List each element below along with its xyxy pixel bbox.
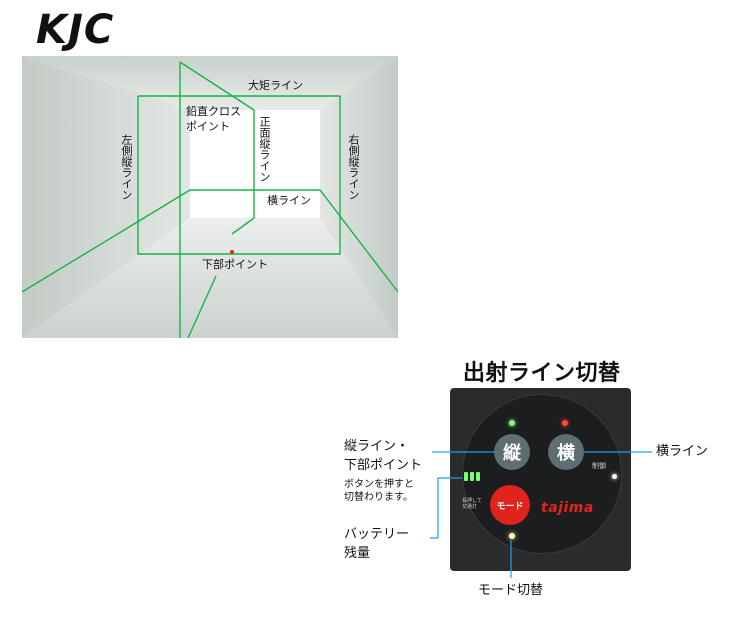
callout-vertical-line: 縦ライン・ 下部ポイント xyxy=(344,438,422,476)
brand-logo: KJC xyxy=(36,7,115,53)
horizontal-line xyxy=(22,189,398,293)
hold-label: 長押して 交通灯 xyxy=(462,498,482,510)
bottom-point-dot xyxy=(230,250,234,254)
callout-vertical-note-2: 切替わります。 xyxy=(344,492,413,503)
control-panel xyxy=(450,388,631,571)
label-right-vertical: 右側縦ライン xyxy=(347,134,360,200)
horizontal-indicator-led xyxy=(562,420,568,426)
vertical-line-button[interactable]: 縦 xyxy=(494,434,530,470)
battery-level-icon xyxy=(464,472,480,481)
label-ceiling-line: 大矩ライン xyxy=(248,79,303,92)
back-wall xyxy=(190,110,320,218)
hold-label-line-2: 交通灯 xyxy=(462,504,478,510)
label-plumb-cross: 鉛直クロス xyxy=(186,105,241,118)
front-floor-line xyxy=(231,217,255,235)
section-title: 出射ライン切替 xyxy=(463,361,621,386)
control-dial xyxy=(462,394,622,554)
mode-indicator-led xyxy=(509,533,515,539)
callout-vertical-note-1: ボタンを押すと xyxy=(344,479,414,490)
callout-battery: バッテリー 残量 xyxy=(344,526,409,564)
floor-plane xyxy=(22,218,398,338)
ceiling-cross-line xyxy=(179,61,255,111)
label-bottom-point: 下部ポイント xyxy=(202,258,268,271)
label-left-vertical: 左側縦ライン xyxy=(120,134,133,200)
mode-button[interactable]: モード xyxy=(490,485,530,525)
left-wall xyxy=(22,56,190,338)
battery-callout-line xyxy=(430,477,462,539)
floor-cross-line xyxy=(187,275,217,338)
vertical-ring-line xyxy=(137,95,341,255)
callout-horizontal-line: 横ライン xyxy=(656,444,709,459)
control-label: 制御 xyxy=(592,462,606,470)
label-front-vertical: 正面縦ライン xyxy=(258,116,271,182)
tajima-logo: tajima xyxy=(541,500,594,516)
callout-battery-2: 残量 xyxy=(344,545,371,561)
callout-mode-switch: モード切替 xyxy=(478,583,544,598)
vertical-indicator-led xyxy=(509,420,515,426)
label-plumb-cross-2: ポイント xyxy=(186,120,230,133)
laser-lines xyxy=(22,61,398,338)
label-horizontal-line: 横ライン xyxy=(267,194,311,207)
control-indicator-led xyxy=(612,474,617,479)
callout-vertical-line-2: 下部ポイント xyxy=(344,457,423,473)
laser-room-diagram xyxy=(22,56,398,338)
callout-battery-1: バッテリー xyxy=(344,527,410,542)
room-svg xyxy=(22,56,398,338)
callout-vertical-note: ボタンを押すと 切替わります。 xyxy=(344,478,414,504)
horizontal-line-button[interactable]: 横 xyxy=(548,434,584,470)
callout-vertical-line-1: 縦ライン・ xyxy=(344,439,410,454)
hold-label-line-1: 長押して xyxy=(462,498,482,504)
